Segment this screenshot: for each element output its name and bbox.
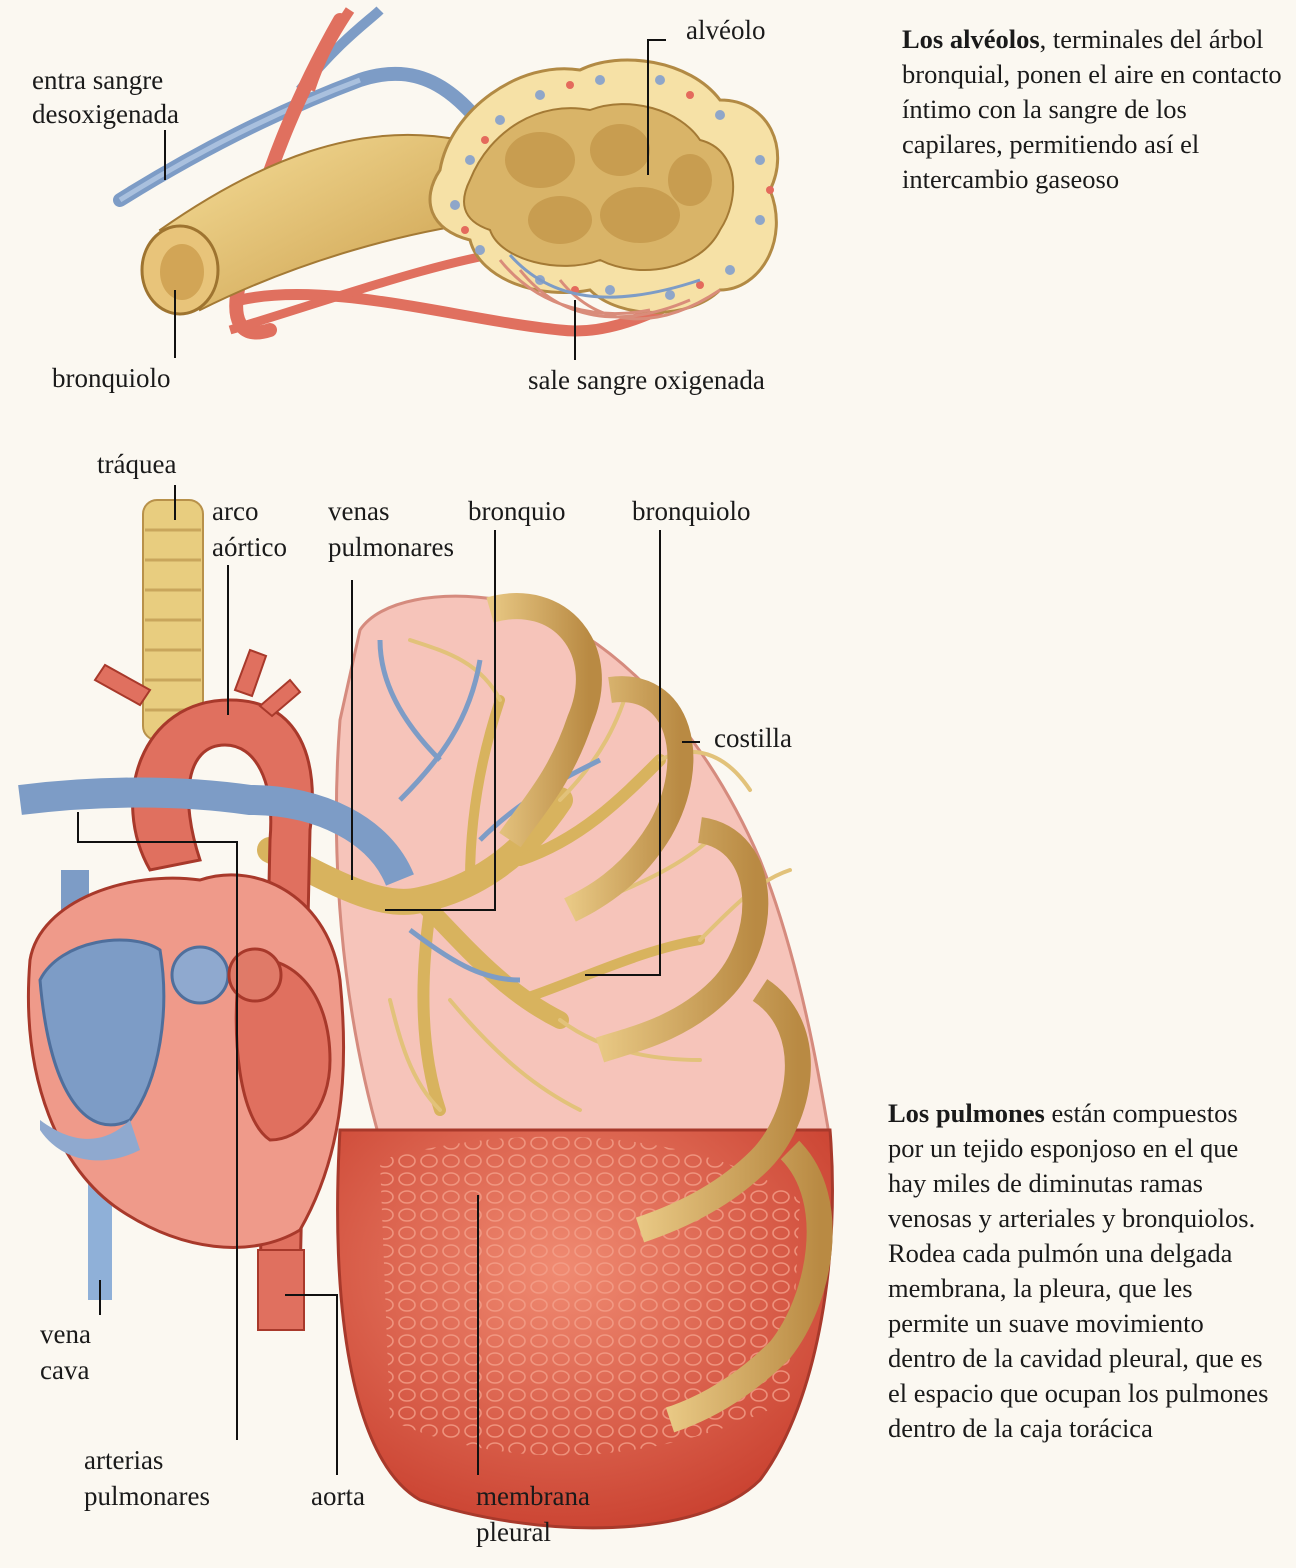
caption-alveolos: Los alvéolos, terminales del árbol bronq…: [902, 22, 1287, 197]
label-alveolo: alvéolo: [686, 12, 765, 48]
label-venas-1: venas: [328, 493, 389, 529]
label-venas-2: pulmonares: [328, 529, 454, 565]
caption-pulmones: Los pulmones están compuestos por un tej…: [888, 1096, 1273, 1446]
label-entra-sangre-1: entra sangre: [32, 62, 163, 98]
label-costilla: costilla: [714, 720, 792, 756]
label-bronquiolo-top: bronquiolo: [52, 360, 171, 396]
label-vena-1: vena: [40, 1316, 91, 1352]
label-vena-2: cava: [40, 1352, 89, 1388]
label-bronquiolo-bottom: bronquiolo: [632, 493, 751, 529]
label-entra-sangre-2: desoxigenada: [32, 96, 179, 132]
label-aorta: aorta: [311, 1478, 365, 1514]
label-arco-1: arco: [212, 493, 258, 529]
alveoli-diagram: [120, 10, 778, 360]
label-traquea: tráquea: [97, 446, 176, 482]
caption-pulmones-title: Los pulmones: [888, 1098, 1045, 1128]
trachea: [143, 500, 203, 740]
label-membrana-2: pleural: [476, 1514, 551, 1550]
label-arterias-1: arterias: [84, 1442, 163, 1478]
heart-lung-diagram: [20, 485, 832, 1528]
caption-alveolos-title: Los alvéolos: [902, 24, 1040, 54]
label-bronquio: bronquio: [468, 493, 566, 529]
label-sale-sangre: sale sangre oxigenada: [528, 362, 765, 398]
label-arterias-2: pulmonares: [84, 1478, 210, 1514]
caption-pulmones-text: están compuestos por un tejido esponjoso…: [888, 1098, 1268, 1443]
label-arco-2: aórtico: [212, 529, 287, 565]
descending-aorta: [258, 1250, 304, 1330]
label-membrana-1: membrana: [476, 1478, 590, 1514]
